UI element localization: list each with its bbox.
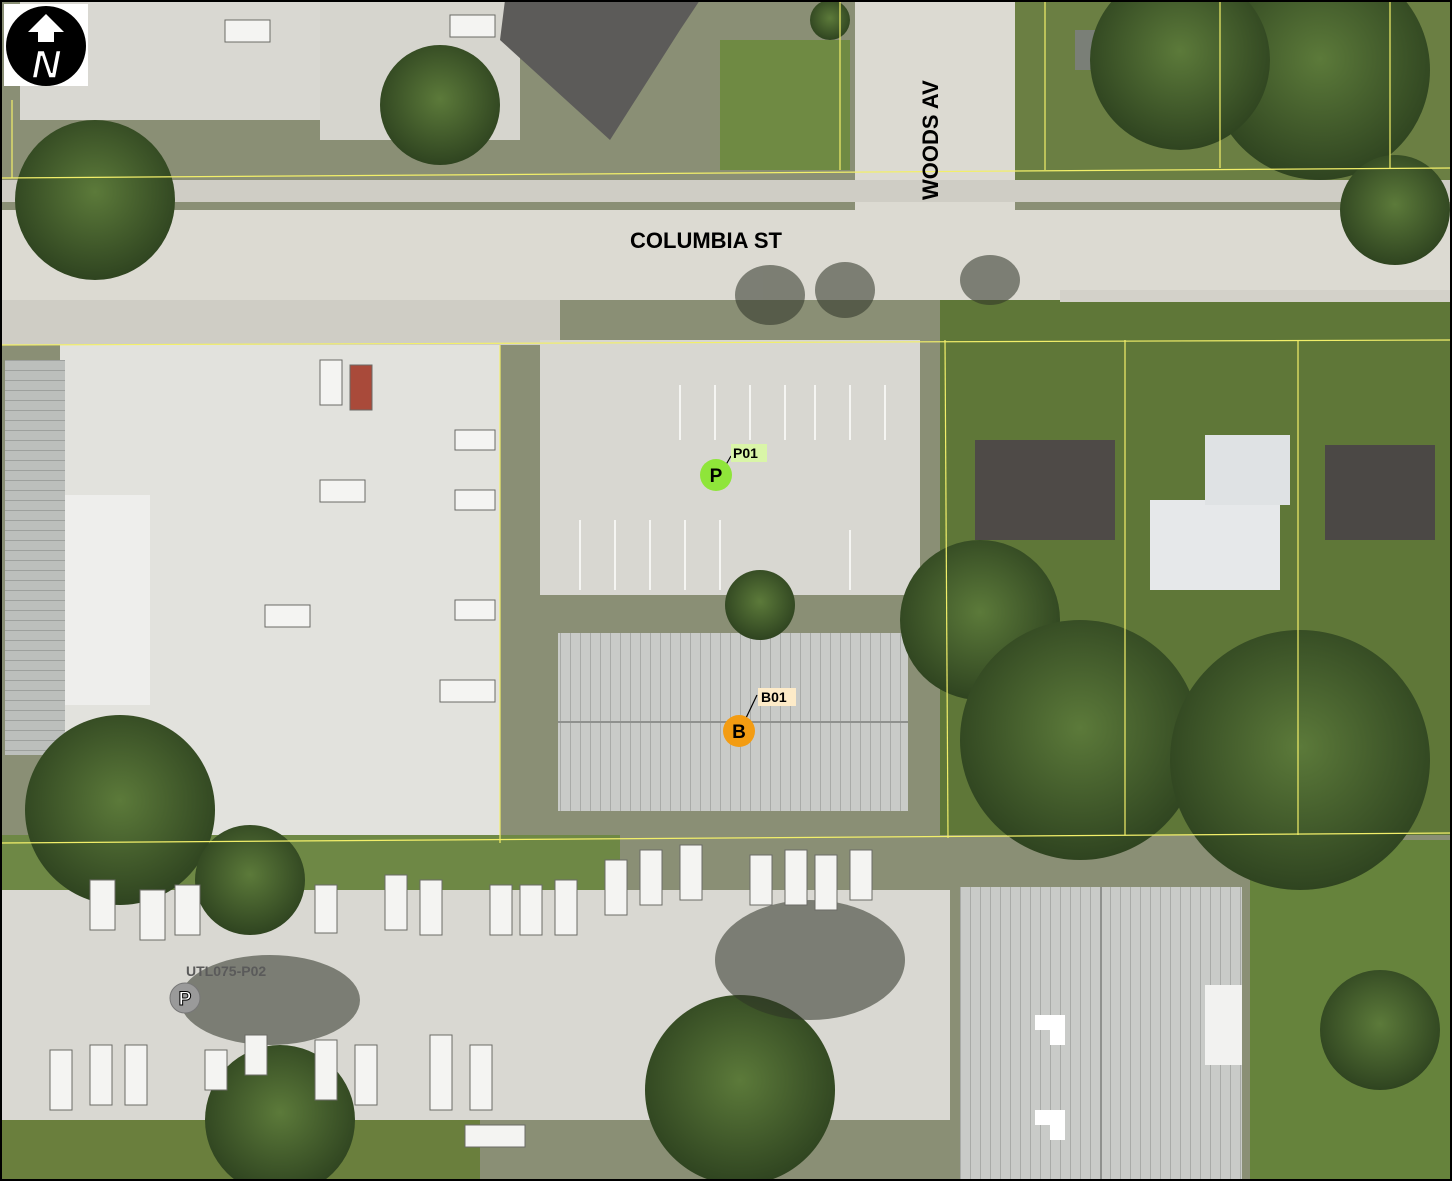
tree-canopy [15, 0, 1450, 1181]
north-arrow-icon: N [4, 4, 88, 88]
marker-utl075-p02-label: UTL075-P02 [186, 963, 266, 979]
marker-p01[interactable]: P01 P [700, 444, 767, 491]
marker-p01-label: P01 [733, 445, 758, 461]
marker-p01-letter: P [710, 466, 723, 487]
marker-p01-circle [700, 459, 732, 491]
parcel-lines [0, 0, 1452, 844]
parking-stripes [579, 385, 886, 590]
marker-b01-circle [723, 715, 755, 747]
marker-utl075-p02-letter: P [179, 989, 192, 1010]
marker-utl075-p02[interactable]: UTL075-P02 P [169, 963, 266, 1014]
marker-b01-label-bg [758, 688, 796, 706]
marker-b01-letter: B [732, 722, 746, 743]
buildings [5, 0, 1435, 1181]
north-arrow-letter: N [32, 43, 62, 87]
marker-b01-label: B01 [761, 689, 787, 705]
marker-b01[interactable]: B01 B [723, 688, 796, 747]
shadows [180, 255, 1020, 1045]
marker-p01-label-bg [731, 444, 767, 462]
street-label-columbia: COLUMBIA ST [630, 228, 783, 253]
parked-cars [49, 14, 873, 1148]
street-label-woods: WOODS AV [918, 80, 943, 200]
roads [0, 0, 1452, 345]
marker-utl075-p02-circle [169, 982, 201, 1014]
